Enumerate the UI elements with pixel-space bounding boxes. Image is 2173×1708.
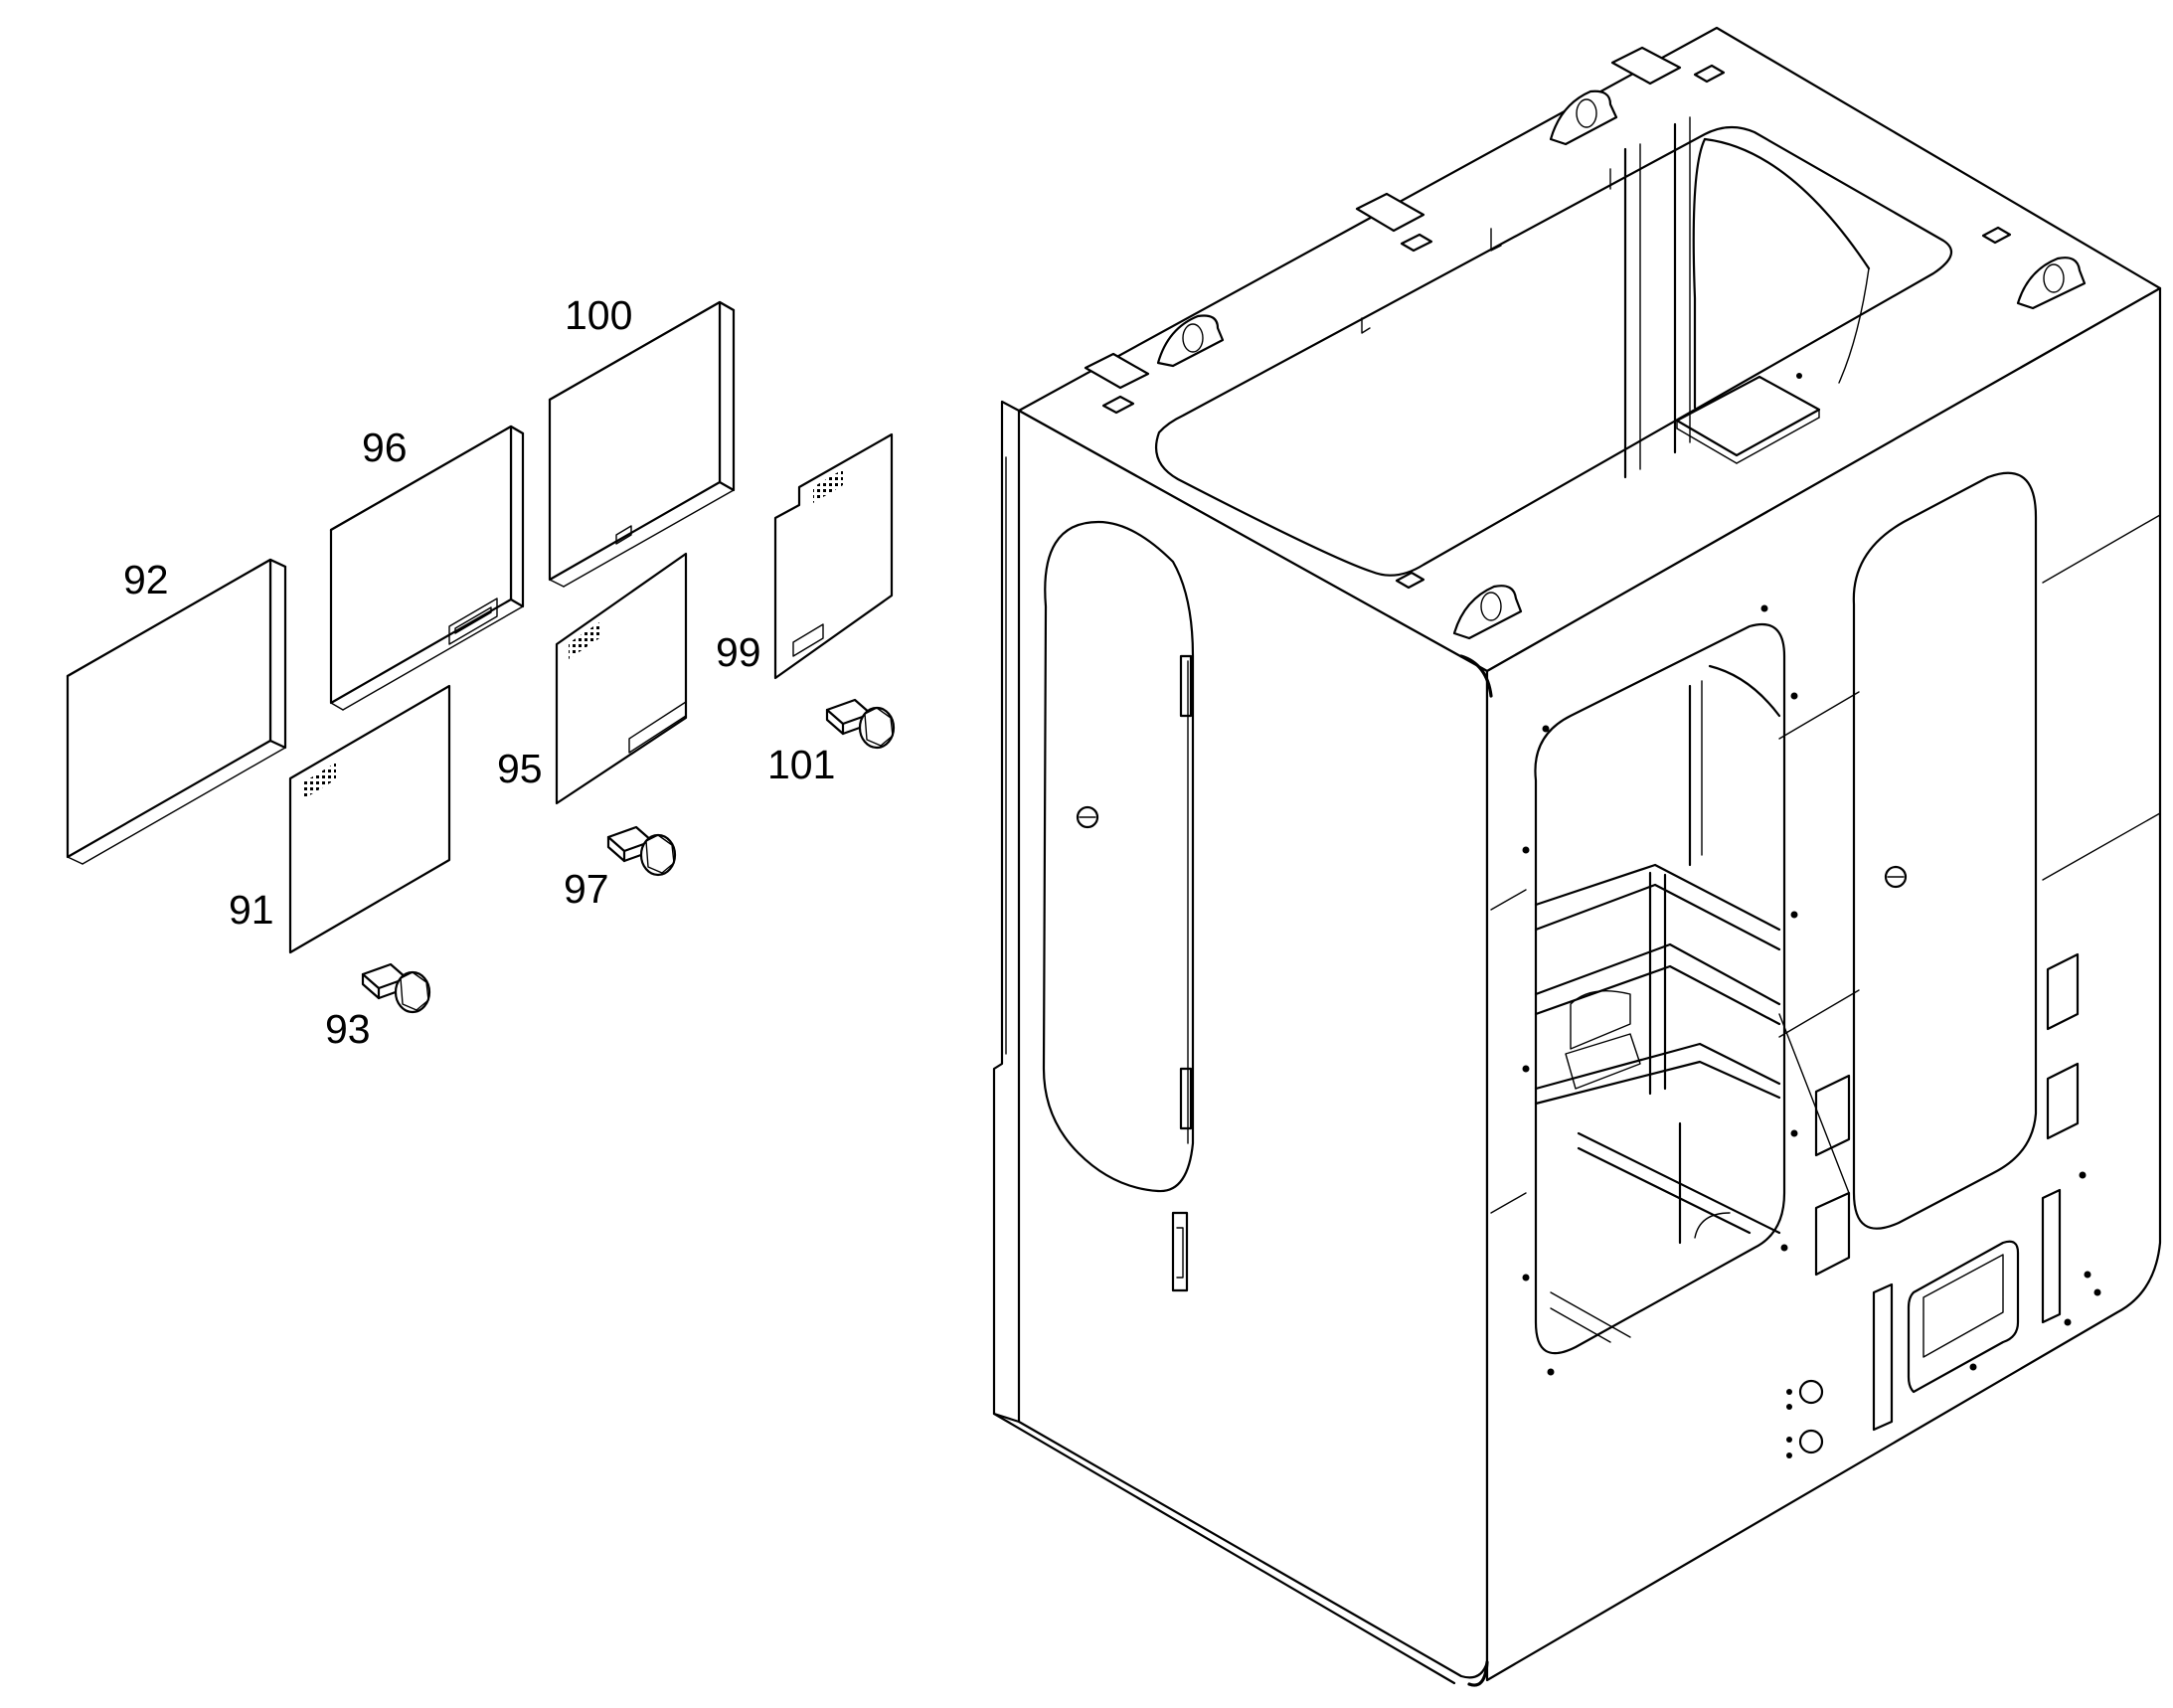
callout-96: 96 bbox=[362, 425, 408, 470]
callout-95: 95 bbox=[497, 746, 543, 791]
top-bracket-1 bbox=[1084, 352, 1150, 415]
callout-101: 101 bbox=[767, 742, 836, 787]
top-bearing-2 bbox=[1549, 89, 1618, 146]
top-bearing-3 bbox=[2016, 256, 2087, 310]
panel-95-part bbox=[555, 552, 688, 805]
bolt-97-part bbox=[606, 825, 677, 877]
bolt-101-part bbox=[825, 698, 896, 750]
callout-97: 97 bbox=[564, 866, 609, 912]
panel-92-part bbox=[66, 558, 287, 865]
top-bracket-3 bbox=[1610, 46, 1726, 85]
cabinet-fastener-dots bbox=[1522, 604, 2101, 1458]
top-bearing-1 bbox=[1156, 314, 1225, 368]
callout-93: 93 bbox=[325, 1006, 371, 1052]
top-bearing-4 bbox=[1452, 585, 1523, 640]
bolt-93-part bbox=[361, 962, 431, 1014]
callout-99: 99 bbox=[716, 629, 761, 675]
callout-92: 92 bbox=[123, 557, 169, 602]
callout-100: 100 bbox=[565, 292, 633, 338]
top-bracket-2 bbox=[1355, 192, 1433, 253]
panel-100-part bbox=[548, 300, 736, 588]
panel-91-part bbox=[288, 684, 451, 954]
callout-91: 91 bbox=[229, 887, 274, 933]
panel-96-part bbox=[329, 425, 525, 711]
panel-99-part bbox=[773, 432, 894, 680]
cabinet-frame bbox=[992, 26, 2162, 1687]
